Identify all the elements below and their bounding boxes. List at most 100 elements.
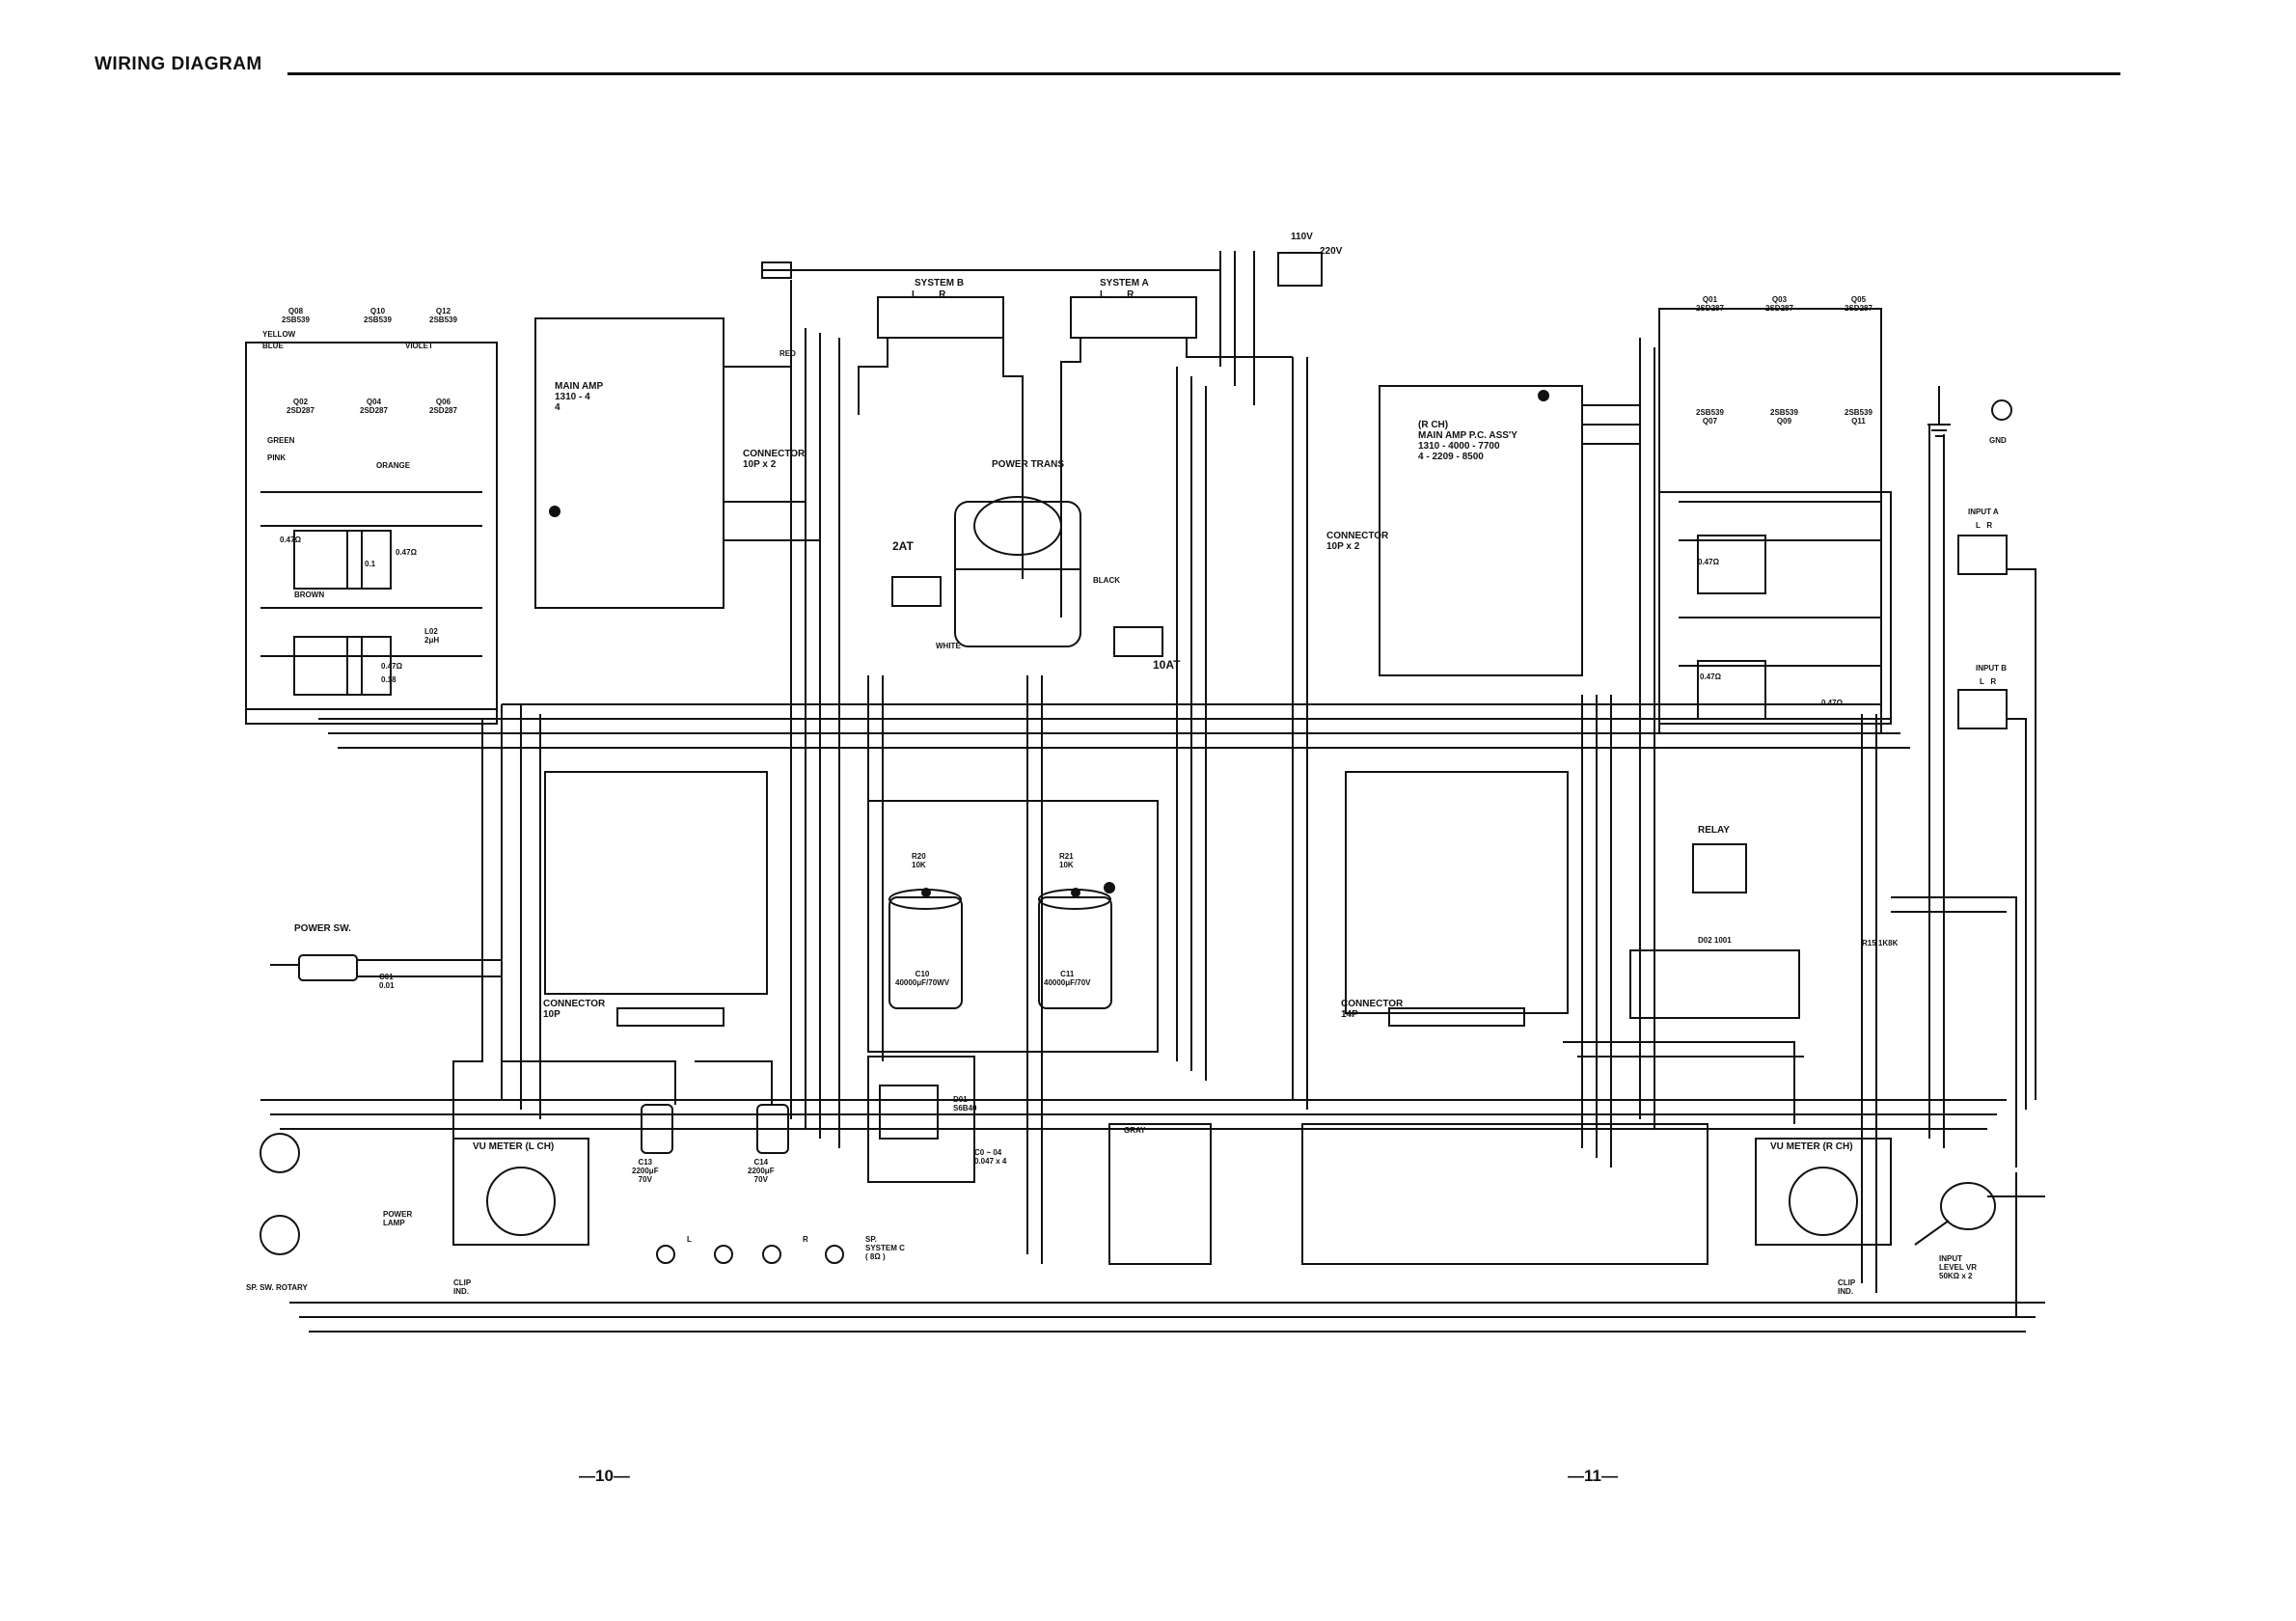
wire-label-brown: BROWN: [294, 591, 325, 599]
wire-label-black: BLACK: [1093, 576, 1120, 585]
label-system-a: SYSTEM A: [1100, 278, 1149, 288]
label-cd: C0 ~ 04 0.047 x 4: [974, 1148, 1007, 1166]
label-c11: C11 40000μF/70V: [1044, 970, 1091, 987]
label-q10: Q10 2SB539: [364, 307, 392, 324]
input-level-vr: [1940, 1182, 1996, 1230]
vu-meter-right-frame: [1755, 1138, 1892, 1246]
page-number-right: —11—: [1568, 1467, 1618, 1485]
title-rule: [287, 72, 2120, 75]
label-q12: Q12 2SB539: [429, 307, 457, 324]
label-vu-meter-r: VU METER (R CH): [1770, 1141, 1853, 1152]
label-c13: C13 2200μF 70V: [632, 1158, 659, 1184]
page-number-left: —10—: [579, 1467, 630, 1485]
label-input-a: INPUT A: [1968, 508, 1999, 516]
label-gnd: GND: [1989, 436, 2007, 445]
right-emitter-block-2: [1697, 660, 1766, 720]
wire-label-yellow: YELLOW: [262, 330, 296, 339]
cap-c10: [888, 896, 963, 1009]
left-main-amp-pcb: [534, 317, 724, 609]
rotary-switch-upper: [260, 1133, 300, 1173]
label-fuse-2at: 2AT: [892, 539, 914, 553]
label-system-b: SYSTEM B: [915, 278, 965, 288]
label-q05: Q05 2SD287: [1845, 295, 1872, 313]
power-transformer: [954, 501, 1081, 647]
label-q07: 2SB539 Q07: [1696, 408, 1724, 426]
left-driver-pcb: [544, 771, 768, 995]
cap-c11: [1038, 896, 1112, 1009]
wire-label-orange: ORANGE: [376, 461, 411, 470]
left-emitter-block-1: [293, 530, 363, 590]
label-q06: Q06 2SD287: [429, 398, 457, 415]
fuse-10at: [1113, 626, 1163, 657]
wire-label-green: GREEN: [267, 436, 295, 445]
label-relay: RELAY: [1698, 825, 1730, 836]
page-title: WIRING DIAGRAM: [95, 54, 262, 74]
label-input-level-vr: INPUT LEVEL VR 50KΩ x 2: [1939, 1254, 1977, 1280]
right-driver-pcb: [1345, 771, 1569, 1014]
tone-pcb-small: [1108, 1123, 1212, 1265]
right-emitter-block-1: [1697, 535, 1766, 594]
label-clip-ind-r: CLIP IND.: [1838, 1278, 1856, 1296]
label-cap-l-047a: 0.47Ω: [280, 536, 301, 544]
input-a-jack: [1957, 535, 2008, 575]
label-connector-right-top: CONNECTOR 10P x 2: [1326, 531, 1389, 552]
bridge-rectifier: [879, 1085, 939, 1140]
label-input-b: INPUT B: [1976, 664, 2007, 673]
label-c14: C14 2200μF 70V: [748, 1158, 775, 1184]
power-switch-body: [298, 954, 358, 981]
label-power-trans: POWER TRANS: [992, 459, 1064, 470]
label-connector-10p: CONNECTOR 10P: [543, 999, 606, 1020]
label-connector-left-top: CONNECTOR 10P x 2: [743, 449, 806, 470]
label-speaker-lr-a: L R: [1100, 289, 1134, 300]
label-c01: C01 0.01: [379, 973, 395, 990]
label-d02: D02 1001: [1698, 936, 1732, 945]
label-110v: 110V: [1291, 232, 1313, 242]
system-b-terminal: [877, 296, 1004, 339]
right-chassis-frame: [1658, 491, 1892, 725]
label-r15: R15 1K8K: [1862, 939, 1899, 948]
label-cap-l-047b: 0.47Ω: [396, 548, 417, 557]
label-clip-ind-l: CLIP IND.: [453, 1278, 472, 1296]
relay-body: [1692, 843, 1747, 893]
label-speaker-lr-b: L R: [912, 289, 946, 300]
label-connector-14p: CONNECTOR 14P: [1341, 999, 1404, 1020]
label-sp-r: R: [803, 1235, 808, 1244]
vu-meter-right-dial: [1789, 1167, 1858, 1236]
label-main-amp-right: (R CH) MAIN AMP P.C. ASS'Y 1310 - 4000 -…: [1418, 420, 1517, 462]
tone-pcb-large: [1301, 1123, 1708, 1265]
label-q03: Q03 2SD287: [1765, 295, 1793, 313]
fuse-2at: [891, 576, 942, 607]
label-sp-sw-rotary: SP. SW. ROTARY: [246, 1283, 308, 1292]
label-r21: R21 10K: [1059, 852, 1074, 869]
wire-label-gray: GRAY: [1124, 1126, 1146, 1135]
label-r20: R20 10K: [912, 852, 926, 869]
label-q09: 2SB539 Q09: [1770, 408, 1798, 426]
vu-meter-left-frame: [452, 1138, 589, 1246]
label-vu-meter-l: VU METER (L CH): [473, 1141, 555, 1152]
label-q08: Q08 2SB539: [282, 307, 310, 324]
label-d01: D01 S6B40: [953, 1095, 977, 1113]
voltage-selector: [1277, 252, 1323, 287]
label-q11: 2SB539 Q11: [1845, 408, 1872, 426]
ac-cord-plug: [761, 261, 792, 279]
gnd-terminal: [1991, 399, 2012, 421]
label-cap-r-047a: 0.47Ω: [1698, 558, 1719, 566]
label-cap-l-018: 0.18: [381, 675, 396, 684]
label-sp-system-c: SP. SYSTEM C ( 8Ω ): [865, 1235, 905, 1261]
connector-10p: [616, 1007, 724, 1027]
label-220v: 220V: [1320, 246, 1343, 257]
label-q04: Q04 2SD287: [360, 398, 388, 415]
label-input-b-lr: L R: [1980, 677, 1997, 686]
connector-14p: [1388, 1007, 1525, 1027]
label-c10: C10 40000μF/70WV: [895, 970, 950, 987]
label-cap-r-047b: 0.47Ω: [1700, 673, 1721, 681]
rotary-switch-lower: [260, 1215, 300, 1255]
label-power-sw: POWER SW.: [294, 923, 351, 934]
label-main-amp-left: MAIN AMP 1310 - 4 4: [555, 381, 604, 413]
label-q01: Q01 2SD287: [1696, 295, 1724, 313]
label-sp-l: L: [687, 1235, 692, 1244]
label-cap-l-01: 0.1: [365, 560, 376, 568]
wire-label-violet: VIOLET: [405, 342, 433, 350]
wire-label-blue: BLUE: [262, 342, 284, 350]
